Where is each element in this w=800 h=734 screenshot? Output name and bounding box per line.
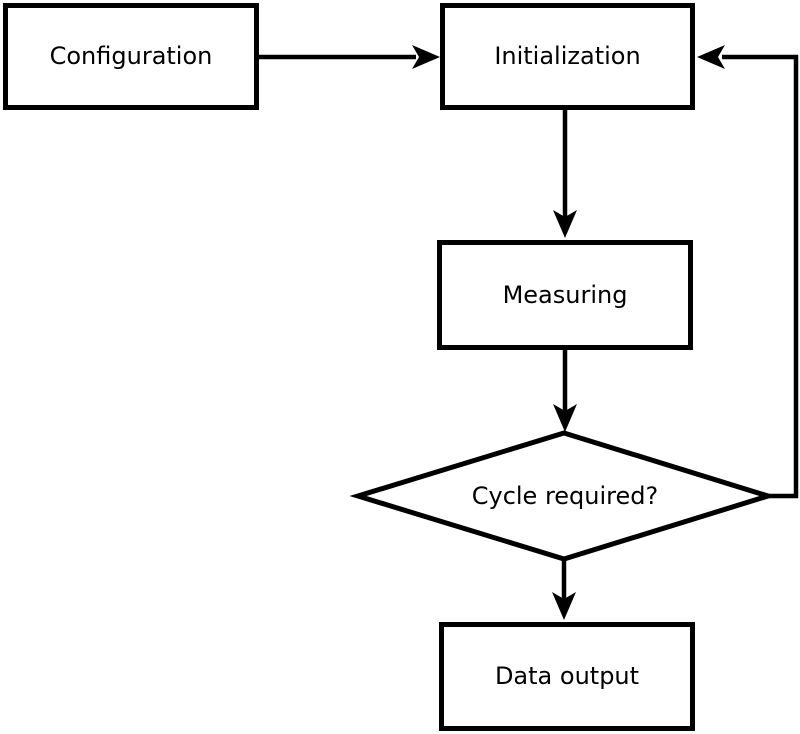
arrowhead-into-diamond-top <box>553 404 577 432</box>
arrowhead-into-data-output-top <box>552 592 576 620</box>
node-initialization: Initialization <box>440 3 695 110</box>
node-measuring: Measuring <box>437 240 693 350</box>
node-data-output: Data output <box>439 622 695 731</box>
node-configuration-label: Configuration <box>49 42 213 71</box>
edge-cycle-required-to-initialization <box>722 54 799 499</box>
arrowhead-into-initialization-right <box>697 45 725 69</box>
node-configuration: Configuration <box>3 3 259 110</box>
node-data-output-label: Data output <box>494 662 640 691</box>
arrowhead-into-measuring-top <box>553 210 577 238</box>
node-measuring-label: Measuring <box>502 280 628 309</box>
node-cycle-required: Cycle required? <box>415 481 715 511</box>
arrowhead-into-initialization-left <box>412 45 440 69</box>
node-cycle-required-label: Cycle required? <box>471 482 659 510</box>
node-initialization-label: Initialization <box>494 42 641 71</box>
